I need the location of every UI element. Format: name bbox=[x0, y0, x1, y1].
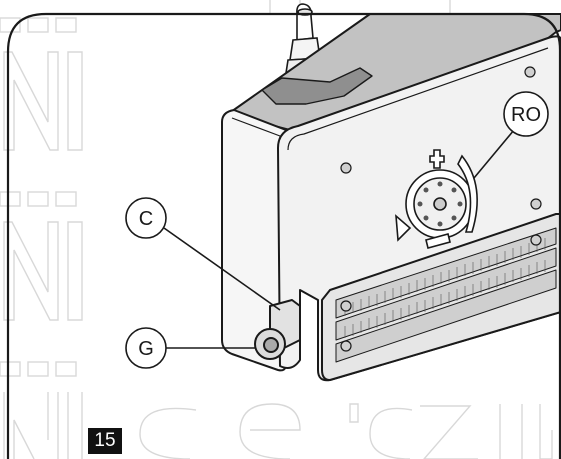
callout-ro-label: RO bbox=[511, 104, 541, 126]
callout-c-label: C bbox=[139, 208, 153, 230]
motor-housing bbox=[221, 13, 561, 382]
callout-g-label: G bbox=[138, 338, 154, 360]
callout-g: G bbox=[125, 327, 167, 369]
screws bbox=[340, 66, 542, 352]
callout-c: C bbox=[125, 197, 167, 239]
callout-leaders bbox=[163, 129, 515, 349]
figure-number: 15 bbox=[94, 430, 116, 451]
rotary-selector bbox=[395, 149, 478, 249]
vent-grille bbox=[335, 227, 557, 363]
figure-frame bbox=[6, 12, 561, 459]
callout-ro: RO bbox=[503, 91, 549, 137]
figure-number-badge bbox=[88, 428, 122, 454]
